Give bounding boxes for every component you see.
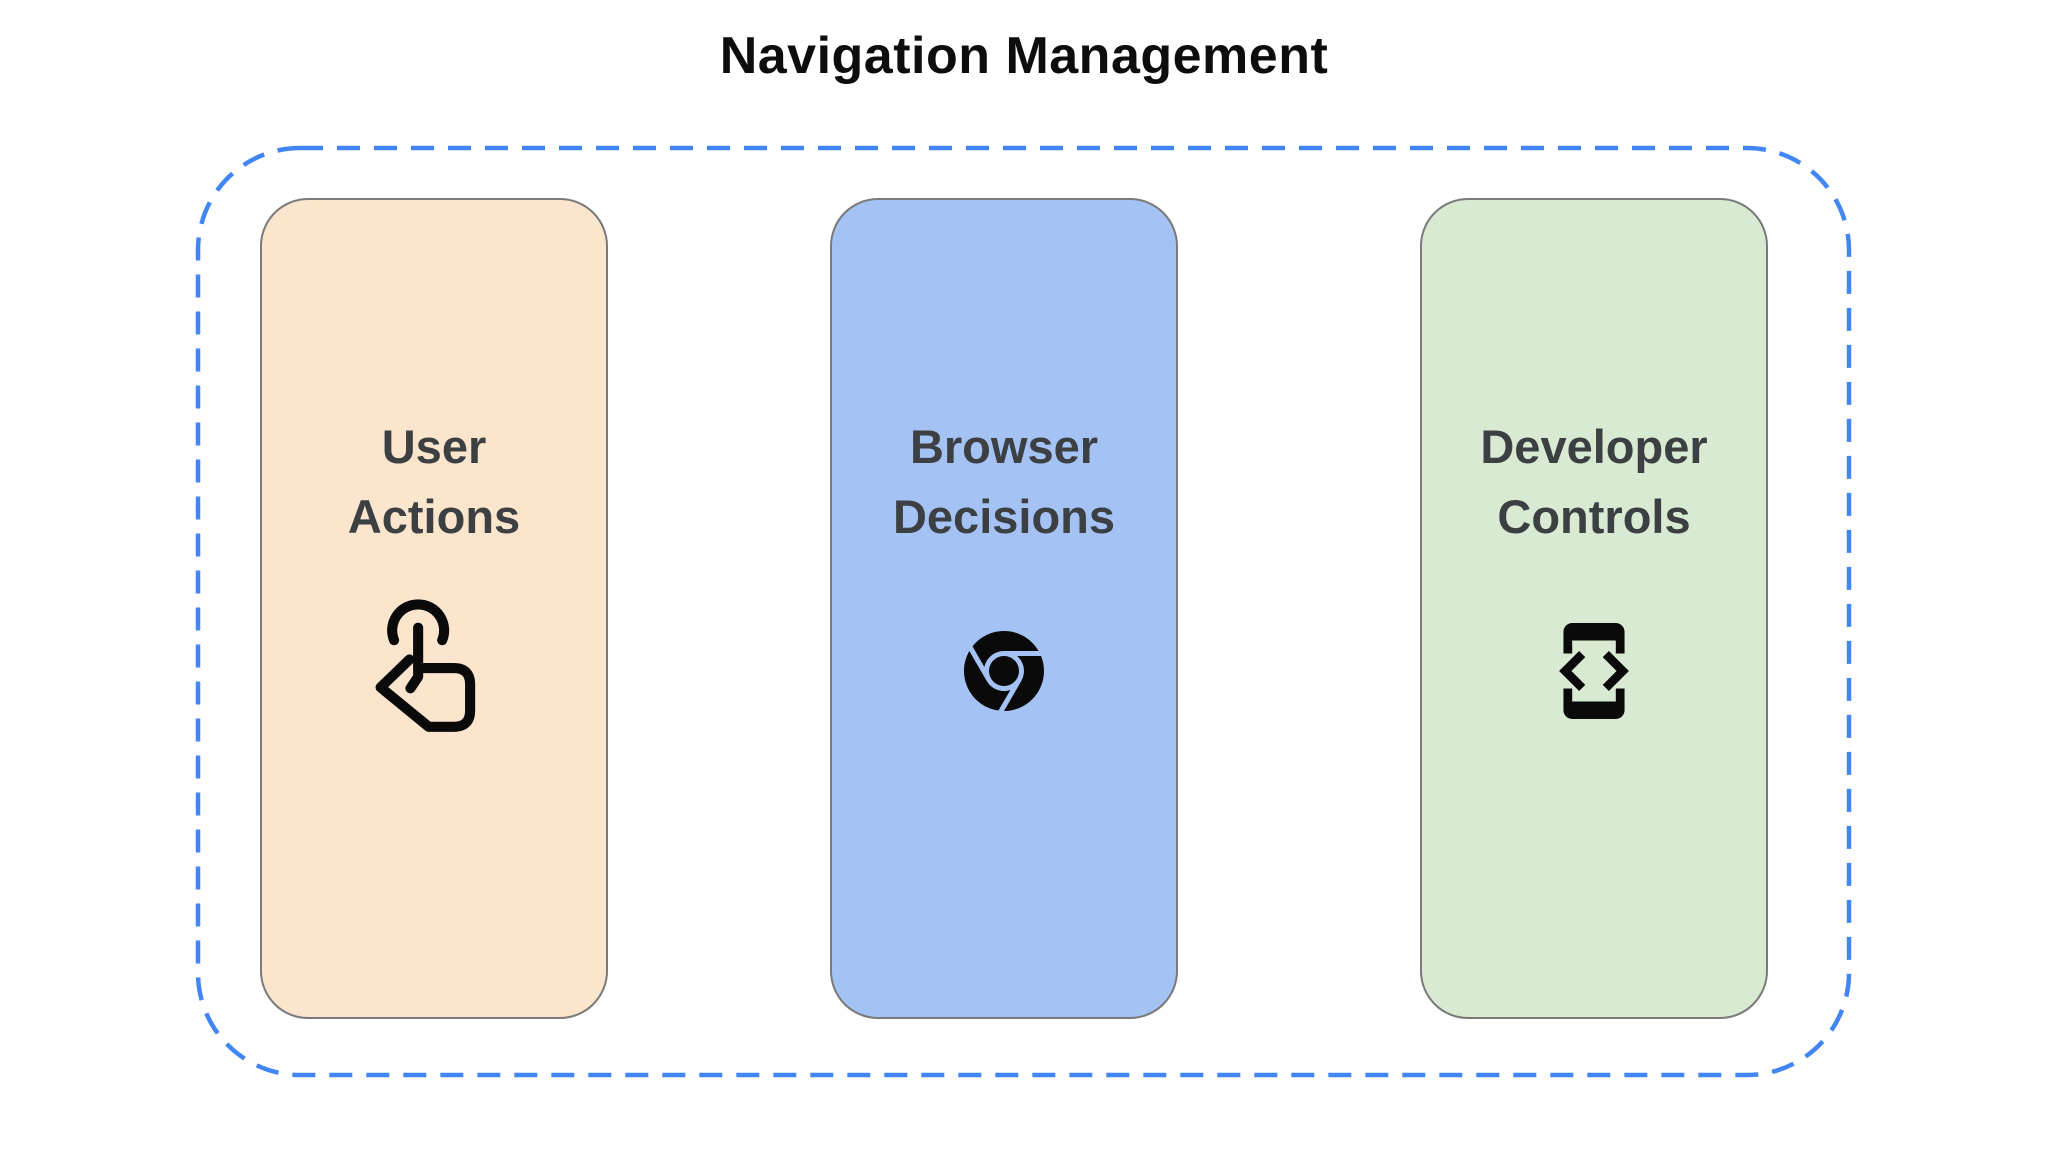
card-user-actions: User Actions <box>260 198 608 1019</box>
card-browser-decisions: Browser Decisions <box>830 198 1178 1019</box>
navigation-management-boundary <box>195 145 1852 1078</box>
card-title-browser-decisions: Browser Decisions <box>892 420 1116 543</box>
developer-mode-icon <box>1422 590 1766 752</box>
tap-gesture-icon <box>262 590 606 752</box>
diagram-title: Navigation Management <box>719 27 1329 85</box>
card-title-user-actions: User Actions <box>347 420 521 543</box>
card-title-developer-controls: Developer Controls <box>1480 420 1708 543</box>
chrome-browser-icon <box>832 590 1176 752</box>
dashed-boundary-rect <box>195 145 1852 1078</box>
card-developer-controls: Developer Controls <box>1420 198 1768 1019</box>
